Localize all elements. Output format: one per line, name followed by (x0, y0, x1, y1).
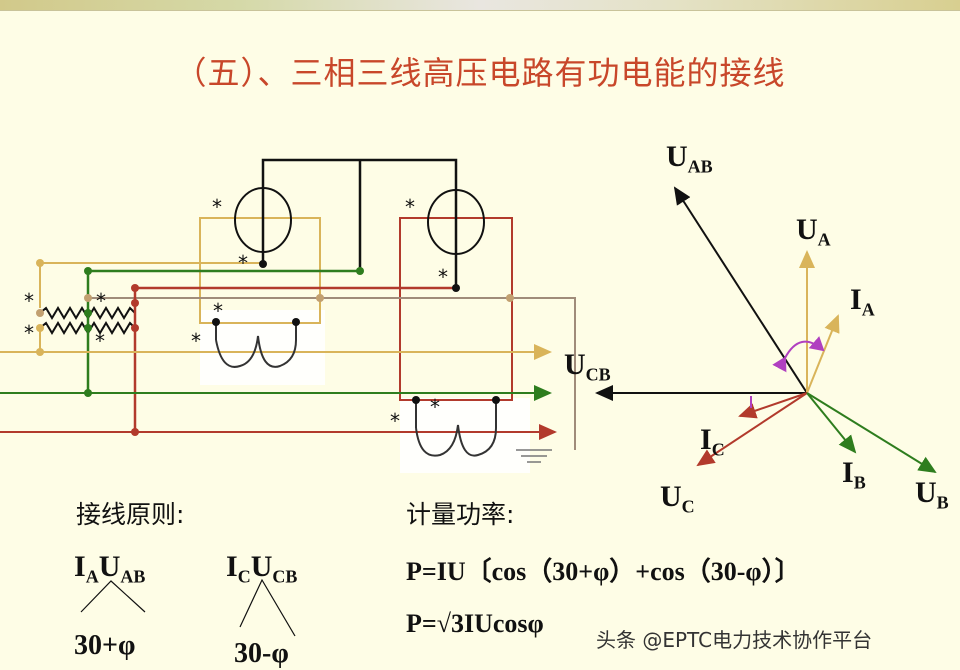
svg-text:*: * (390, 409, 400, 433)
svg-text:*: * (24, 289, 34, 313)
svg-text:*: * (238, 251, 248, 275)
svg-text:*: * (213, 299, 223, 323)
watermark: 头条 @EPTC电力技术协作平台 (596, 628, 873, 652)
principle-pair-1: IAUAB (74, 550, 146, 587)
label-u-c: UC (660, 480, 695, 517)
label-i-c: IC (700, 423, 725, 460)
svg-text:*: * (438, 265, 448, 289)
label-i-a: IA (850, 283, 875, 320)
phasor-diagram (595, 186, 937, 474)
top-decorative-strip (0, 0, 960, 11)
ct-area-2 (400, 398, 530, 473)
svg-text:*: * (96, 289, 106, 313)
svg-text:*: * (430, 395, 440, 419)
power-formula-2: P=√3IUcosφ (406, 609, 544, 638)
svg-text:*: * (95, 329, 105, 353)
power-heading: 计量功率: (406, 500, 515, 529)
label-u-b: UB (915, 476, 949, 513)
label-i-b: IB (842, 456, 866, 493)
svg-text:*: * (191, 329, 201, 353)
principle-angle-1: 30+φ (74, 630, 136, 661)
svg-text:*: * (405, 195, 415, 219)
principle-angle-2: 30-φ (234, 638, 289, 669)
svg-text:*: * (212, 195, 222, 219)
page-title: （五）、三相三线高压电路有功电能的接线 (174, 54, 786, 92)
label-u-a: UA (796, 213, 831, 250)
svg-text:*: * (24, 321, 34, 345)
label-u-cb: UCB (564, 348, 611, 385)
principle-pair-2: ICUCB (226, 550, 298, 587)
principle-heading: 接线原则: (76, 500, 185, 529)
polarity-stars: * * * * * * * * * * * * (24, 195, 448, 433)
label-u-ab: UAB (666, 140, 713, 177)
power-formula-1: P=IU〔cos（30+φ）+cos（30-φ）〕 (406, 557, 801, 586)
ct-coil-2 (415, 400, 497, 457)
